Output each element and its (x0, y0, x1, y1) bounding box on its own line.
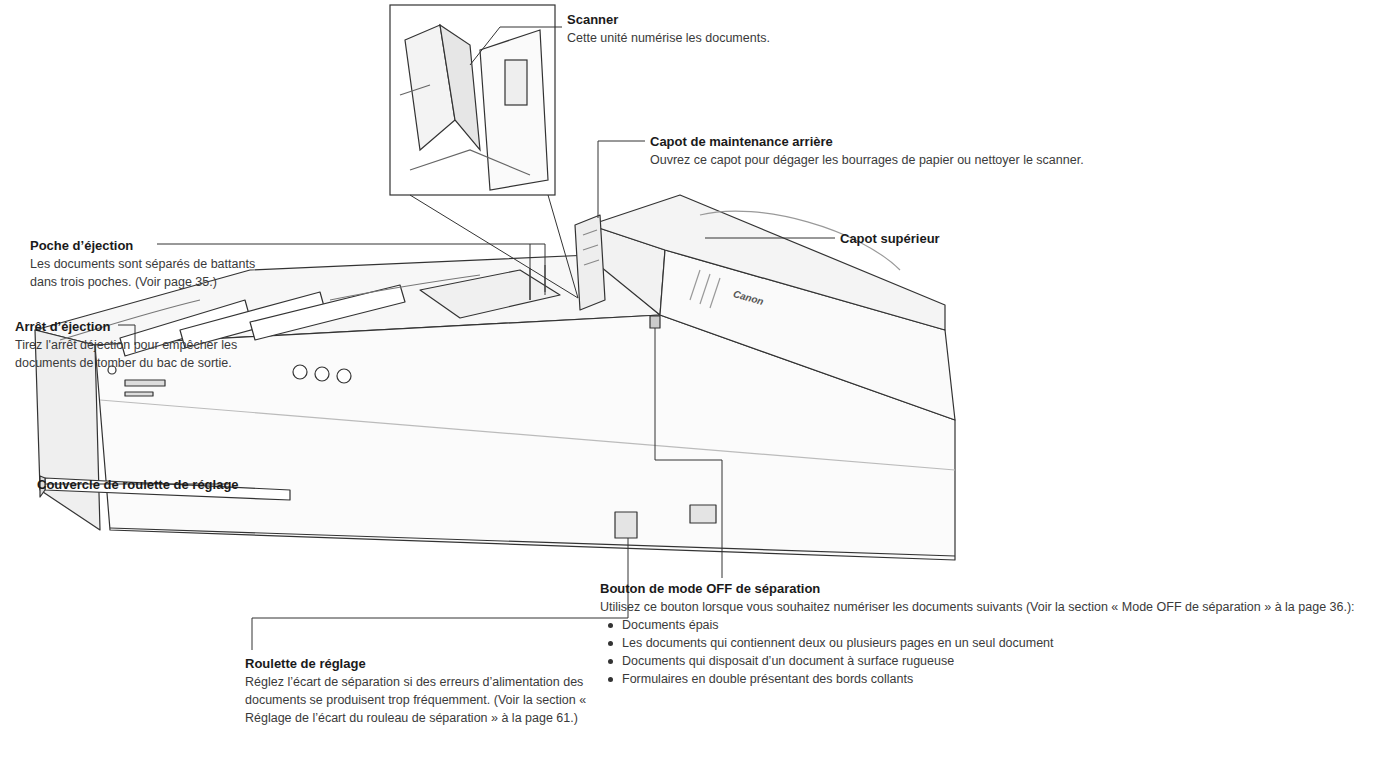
scanner-inset-path (400, 85, 530, 175)
scanner-inset (390, 5, 555, 195)
scanner-body-polygon (575, 215, 605, 310)
leader-lines-path (410, 195, 578, 298)
part-description: Tirez l'arrêt déjection pour empêcher le… (15, 336, 240, 372)
leader-lines-path (598, 141, 645, 218)
leader-lines-path (655, 328, 722, 578)
scanner-body-circle (315, 367, 329, 381)
bullet-item: Formulaires en double présentant des bor… (600, 670, 1370, 688)
scanner-body-path (690, 270, 720, 308)
scanner-body (35, 195, 955, 560)
bullet-item: Documents qui disposait d’un document à … (600, 652, 1370, 670)
part-description: Cette unité numérise les documents. (567, 29, 887, 47)
part-name: Bouton de mode OFF de séparation (600, 580, 1000, 598)
scanner-body-rect (690, 505, 716, 523)
description-column: Utilisez ce bouton lorsque vous souhaite… (600, 598, 1370, 688)
leader-lines-path (252, 538, 628, 650)
scanner-body-polygon (590, 195, 945, 330)
part-name: Arrêt d’éjection (15, 318, 215, 336)
part-description: Les documents sont séparés de battants d… (30, 255, 270, 291)
part-description: Utilisez ce bouton lorsque vous souhaite… (600, 598, 1370, 616)
scanner-inset-polygon (480, 30, 548, 190)
bullet-item: Les documents qui contiennent deux ou pl… (600, 634, 1370, 652)
scanner-inset-polygon (440, 25, 480, 150)
part-description: Réglez l’écart de séparation si des erre… (245, 673, 595, 727)
scanner-body-path (583, 230, 599, 265)
scanner-body-path (100, 400, 955, 470)
part-name: Couvercle de roulette de réglage (37, 476, 297, 494)
scanner-body-circle (293, 365, 307, 379)
part-name: Roulette de réglage (245, 655, 465, 673)
scanner-body-path (110, 528, 955, 556)
part-name: Capot supérieur (840, 230, 1040, 248)
scanner-body-rect (125, 392, 153, 396)
scanner-body-circle (337, 369, 351, 383)
part-name: Capot de maintenance arrière (650, 133, 1050, 151)
scanner-inset-rect (390, 5, 555, 195)
part-name: Poche d’éjection (30, 237, 230, 255)
leader-lines-path (157, 244, 545, 300)
scanner-body-polygon (250, 285, 405, 340)
leader-lines-path (705, 238, 835, 239)
part-name: Scanner (567, 11, 867, 29)
scanner-inset-rect (505, 60, 527, 105)
scanner-body-rect (650, 316, 660, 328)
part-description: Ouvrez ce capot pour dégager les bourrag… (650, 151, 1390, 169)
scanner-body-rect (615, 512, 637, 538)
scanner-body-path (420, 270, 560, 318)
leader-lines-path (470, 27, 562, 65)
bullet-item: Documents épais (600, 616, 1370, 634)
scanner-body-rect (125, 380, 165, 386)
